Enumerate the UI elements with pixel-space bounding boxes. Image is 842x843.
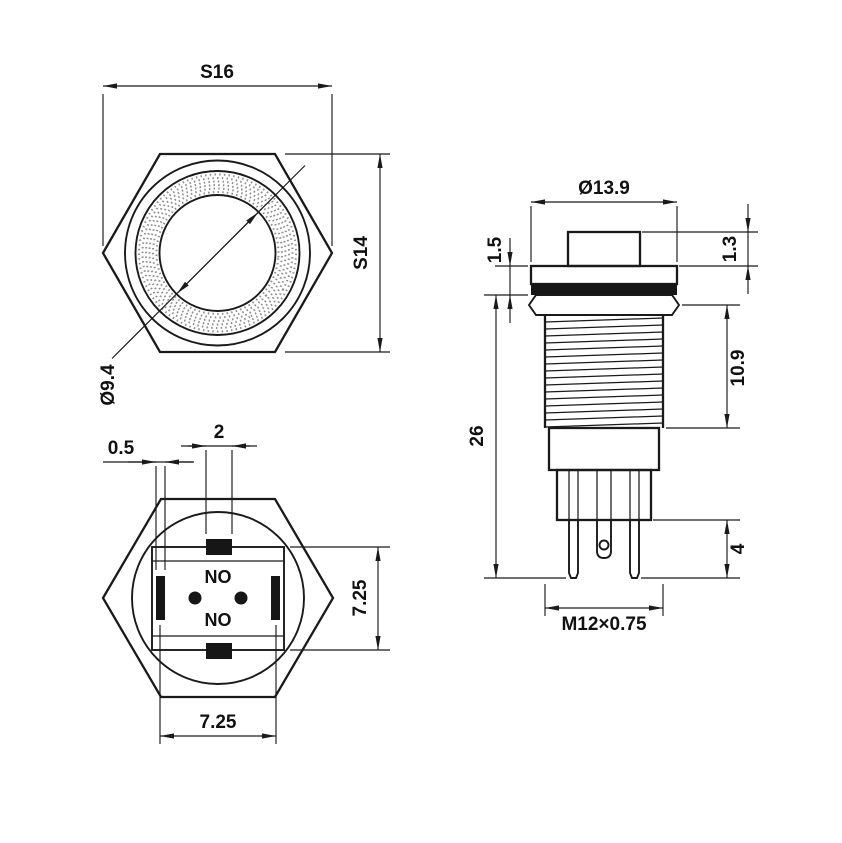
rear-hex-body <box>101 497 335 699</box>
thread-section <box>543 315 665 428</box>
dim-actuator-height: 1.3 <box>642 204 758 294</box>
seal-ring-band <box>531 284 677 295</box>
dim-pin-pitch-horizontal: 7.25 <box>159 625 277 744</box>
actuator-body <box>566 230 642 268</box>
dim-pin-pitch-horizontal-label: 7.25 <box>200 712 237 733</box>
dim-thread-spec: M12×0.75 <box>544 584 664 635</box>
dim-inner-diameter-label: Ø9.4 <box>98 364 119 406</box>
terminal-block <box>151 546 285 651</box>
switch-body-upper <box>547 426 661 472</box>
hex-washer <box>527 294 681 316</box>
dim-s14: S14 <box>285 153 390 353</box>
dim-body-length: 26 <box>467 295 566 579</box>
dim-s14-label: S14 <box>351 236 372 270</box>
side-pin-left <box>568 520 579 579</box>
dim-thread-length-label: 10.9 <box>728 350 749 387</box>
front-speckle-ring <box>138 173 297 333</box>
dim-pin-width: 2 <box>181 422 257 534</box>
center-pin-hole <box>598 539 610 551</box>
terminal-pin-top <box>206 539 232 555</box>
front-bezel-outer-circle <box>124 159 311 347</box>
dim-pin-pitch-vertical-label: 7.25 <box>350 579 371 616</box>
dim-actuator-height-label: 1.3 <box>720 236 741 262</box>
front-view: S16 S14 Ø9.4 <box>98 62 390 406</box>
dim-pin-length: 4 <box>641 519 749 579</box>
terminal-label-bottom: NO <box>205 610 232 630</box>
front-bezel-inner-circle <box>134 170 301 336</box>
dim-pin-length-label: 4 <box>728 543 749 554</box>
dim-pin-thickness-label: 0.5 <box>108 438 135 459</box>
rear-body-circle <box>131 511 305 685</box>
head-flange <box>529 264 679 286</box>
front-hex-body <box>101 152 334 354</box>
dim-flange-height: 1.5 <box>484 236 528 323</box>
terminal-label-top: NO <box>205 567 232 587</box>
dim-s16: S16 <box>102 62 333 246</box>
dim-pin-pitch-vertical: 7.25 <box>290 546 390 651</box>
terminal-dot-right <box>234 591 248 605</box>
terminal-pin-left <box>156 576 165 620</box>
dim-pin-thickness: 0.5 <box>103 438 194 570</box>
dim-inner-diameter: Ø9.4 <box>98 165 306 406</box>
dim-thread-length: 10.9 <box>666 304 749 429</box>
front-button-circle <box>158 194 277 312</box>
side-view: Ø13.9 1.5 1.3 10.9 <box>467 178 758 635</box>
rear-view: NO NO 2 0.5 7.25 <box>101 422 390 744</box>
terminal-dot-left <box>188 591 202 605</box>
terminal-pin-right <box>271 576 280 620</box>
dim-s16-label: S16 <box>200 62 234 83</box>
dim-thread-spec-label: M12×0.75 <box>561 614 646 635</box>
dim-head-diameter: Ø13.9 <box>530 178 678 262</box>
switch-body-lower <box>555 468 653 522</box>
dim-flange-height-label: 1.5 <box>485 236 506 263</box>
pin-slots <box>568 470 640 520</box>
dim-body-length-label: 26 <box>467 425 488 446</box>
dim-pin-width-label: 2 <box>214 422 225 443</box>
terminal-pin-bottom <box>206 643 232 659</box>
dim-head-diameter-label: Ø13.9 <box>578 178 630 199</box>
side-pin-right <box>629 520 640 579</box>
side-pin-center <box>596 520 612 559</box>
